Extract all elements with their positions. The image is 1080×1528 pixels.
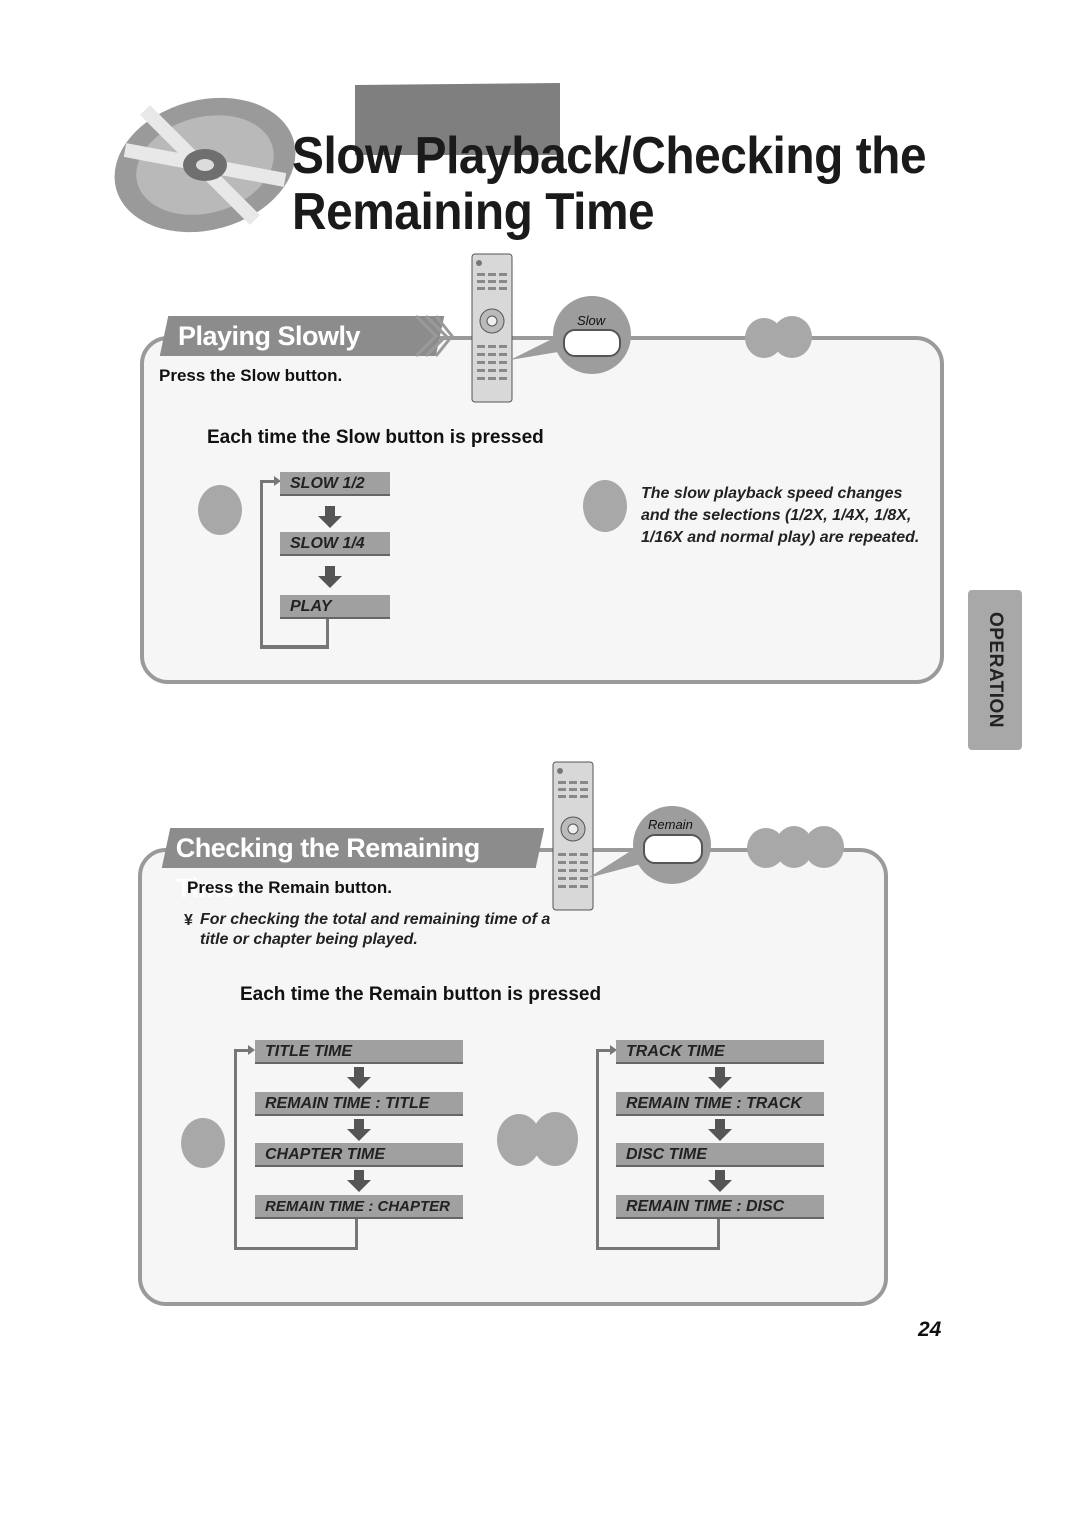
remain-right-seq-2: REMAIN TIME : TRACK xyxy=(616,1092,824,1116)
remain-instruction: Press the Remain button. xyxy=(187,878,392,897)
playing-slowly-panel xyxy=(140,336,944,684)
step-marker-2 xyxy=(772,316,812,358)
remain-subheading: Each time the Remain button is pressed xyxy=(240,984,602,1005)
loop-line-right xyxy=(355,1219,358,1250)
slow-button-label: Slow xyxy=(577,313,606,328)
remain-right-seq-3: DISC TIME xyxy=(616,1143,824,1167)
step-marker-4 xyxy=(583,480,627,532)
loop-line-top xyxy=(260,480,276,483)
slow-instruction: Press the Slow button. xyxy=(159,366,343,385)
section-header-label: Playing Slowly xyxy=(178,321,361,351)
title-line-2: Remaining Time xyxy=(292,183,655,241)
operation-tab-label: OPERATION xyxy=(985,611,1006,729)
loop-arrowhead xyxy=(610,1045,617,1055)
remain-button-label: Remain xyxy=(648,817,693,832)
loop-arrowhead xyxy=(248,1045,255,1055)
down-arrow-icon xyxy=(318,506,342,528)
step-marker-7 xyxy=(804,826,844,868)
step-marker-10 xyxy=(532,1112,578,1166)
loop-line-right xyxy=(326,618,329,648)
slow-button[interactable] xyxy=(563,329,621,357)
loop-line-left xyxy=(234,1049,237,1249)
remain-left-seq-3: CHAPTER TIME xyxy=(255,1143,463,1167)
down-arrow-icon xyxy=(347,1170,371,1192)
remain-button[interactable] xyxy=(643,834,703,864)
slow-note: The slow playback speed changes and the … xyxy=(641,485,920,546)
down-arrow-icon xyxy=(347,1067,371,1089)
slow-seq-2: SLOW 1/4 xyxy=(280,532,390,556)
step-marker-3 xyxy=(198,485,242,535)
section-header-playing-slowly: Playing Slowly xyxy=(159,316,445,356)
remain-left-seq-2: REMAIN TIME : TITLE xyxy=(255,1092,463,1116)
section-header-remaining-time: Checking the Remaining Time xyxy=(161,828,545,903)
loop-line-bottom xyxy=(234,1247,358,1250)
remain-right-seq-4: REMAIN TIME : DISC xyxy=(616,1195,824,1219)
loop-line-bottom xyxy=(260,645,329,648)
loop-line xyxy=(260,480,329,649)
slow-seq-3: PLAY xyxy=(280,595,390,619)
title-line-1: Slow Playback/Checking the xyxy=(292,127,927,185)
down-arrow-icon xyxy=(708,1170,732,1192)
header-stripes-icon xyxy=(414,314,454,358)
loop-arrowhead xyxy=(274,476,281,486)
remain-note: For checking the total and remaining tim… xyxy=(200,911,551,948)
remain-right-seq-1: TRACK TIME xyxy=(616,1040,824,1064)
loop-line-top xyxy=(596,1049,612,1052)
remaining-time-panel xyxy=(138,848,888,1306)
loop-line-right xyxy=(717,1219,720,1250)
operation-tab: OPERATION xyxy=(968,590,1022,750)
remain-note-bullet: ¥ xyxy=(184,912,193,929)
remote-control-icon xyxy=(471,253,513,403)
down-arrow-icon xyxy=(708,1067,732,1089)
page-title: Slow Playback/Checking the Remaining Tim… xyxy=(292,127,927,241)
down-arrow-icon xyxy=(318,566,342,588)
slow-seq-1: SLOW 1/2 xyxy=(280,472,390,496)
remote-control-icon xyxy=(552,761,594,911)
loop-line-bottom xyxy=(596,1247,720,1250)
down-arrow-icon xyxy=(708,1119,732,1141)
remain-left-seq-1: TITLE TIME xyxy=(255,1040,463,1064)
slow-subheading: Each time the Slow button is pressed xyxy=(207,427,544,448)
disc-icon xyxy=(114,83,560,233)
loop-line-top xyxy=(234,1049,250,1052)
down-arrow-icon xyxy=(347,1119,371,1141)
loop-line-left xyxy=(596,1049,599,1249)
step-marker-8 xyxy=(181,1118,225,1168)
remain-left-seq-4: REMAIN TIME : CHAPTER xyxy=(255,1195,463,1219)
page-number: 24 xyxy=(918,1318,942,1341)
